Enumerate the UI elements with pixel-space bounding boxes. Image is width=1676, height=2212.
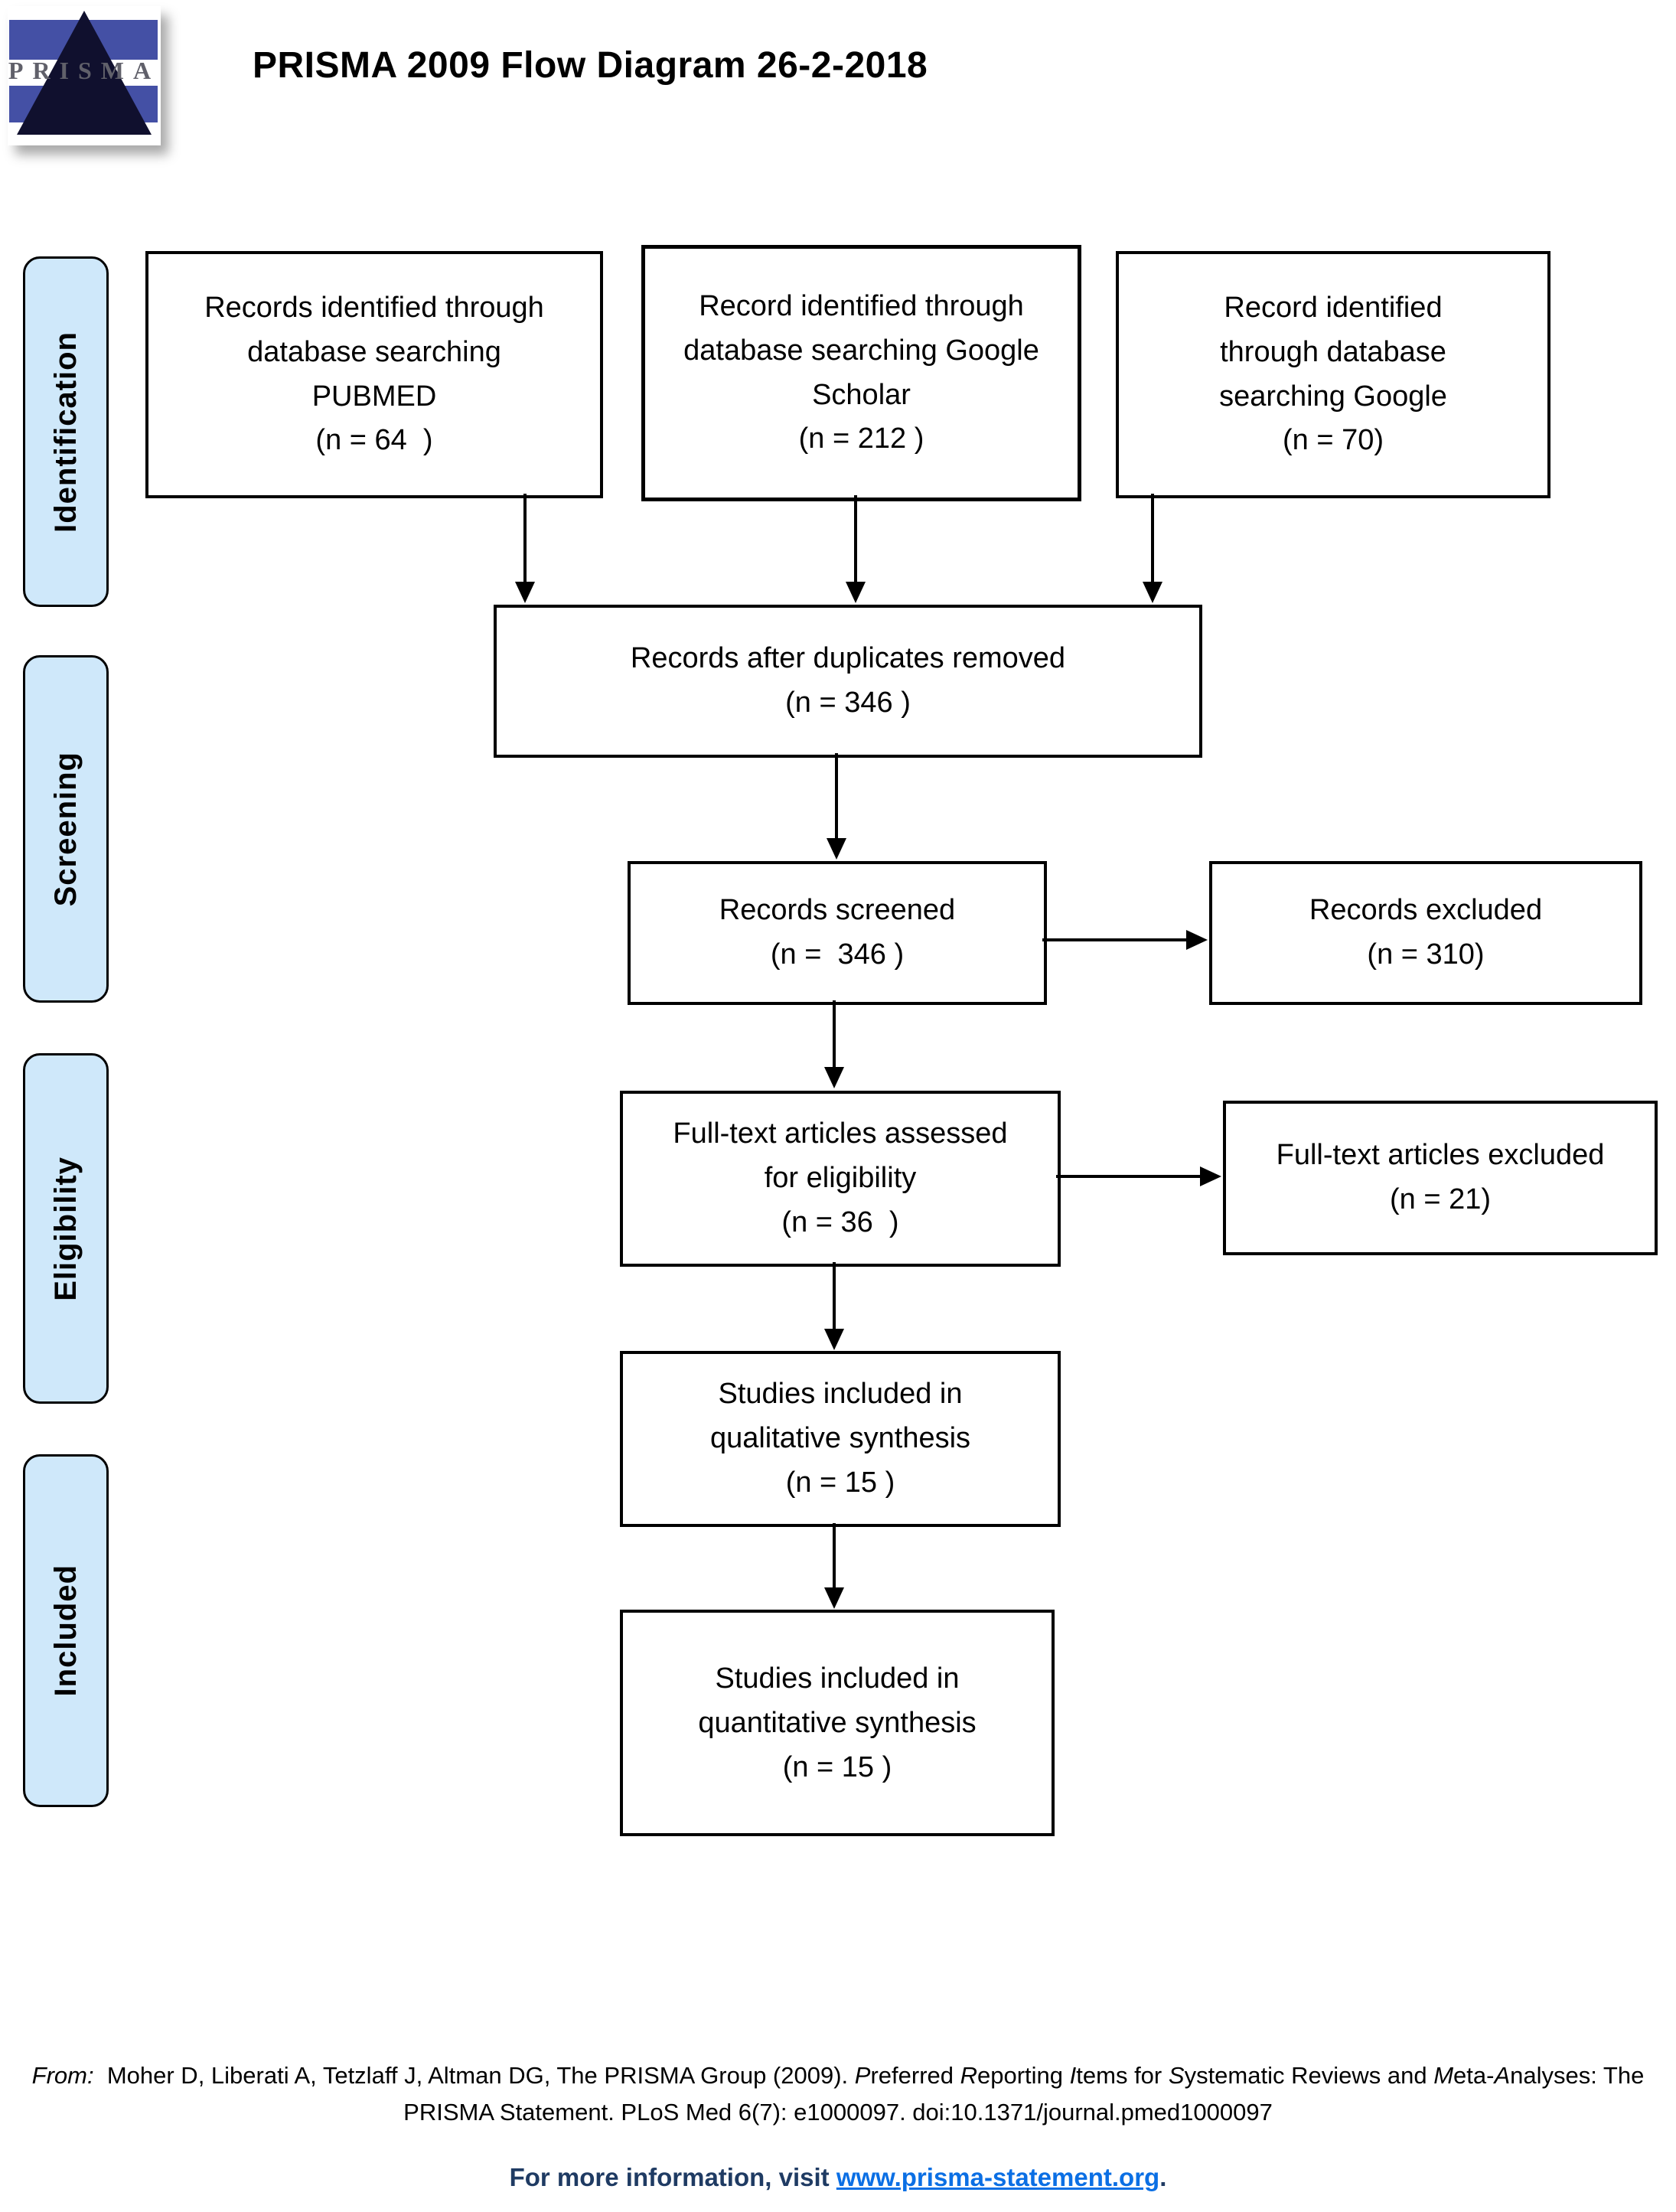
footer-suffix: . — [1159, 2163, 1167, 2191]
stage-label-included: Included — [48, 1564, 83, 1697]
flow-box-records-screened: Records screened(n = 346 ) — [628, 861, 1047, 1005]
stage-label-identification: Identification — [48, 331, 83, 533]
footer-info: For more information, visit www.prisma-s… — [0, 2163, 1676, 2192]
logo-triangle-icon — [17, 11, 152, 135]
flow-box-records-excluded: Records excluded(n = 310) — [1209, 861, 1642, 1005]
sidebar-stage-identification: Identification — [23, 256, 109, 607]
page-title: PRISMA 2009 Flow Diagram 26-2-2018 — [253, 45, 928, 86]
prisma-logo: PRISMA — [8, 6, 161, 145]
sidebar-stage-screening: Screening — [23, 655, 109, 1003]
prisma-statement-link[interactable]: www.prisma-statement.org — [836, 2163, 1160, 2191]
citation: From: Moher D, Liberati A, Tetzlaff J, A… — [31, 2062, 1651, 2126]
sidebar-stage-eligibility: Eligibility — [23, 1053, 109, 1404]
flow-box-after-duplicates: Records after duplicates removed(n = 346… — [494, 605, 1202, 758]
flow-box-fulltext-excluded: Full-text articles excluded(n = 21) — [1223, 1101, 1658, 1255]
footer-prefix: For more information, visit — [509, 2163, 836, 2191]
logo-wordmark: PRISMA — [8, 57, 161, 84]
stage-label-eligibility: Eligibility — [48, 1156, 83, 1301]
sidebar-stage-included: Included — [23, 1454, 109, 1807]
stage-label-screening: Screening — [48, 751, 83, 907]
